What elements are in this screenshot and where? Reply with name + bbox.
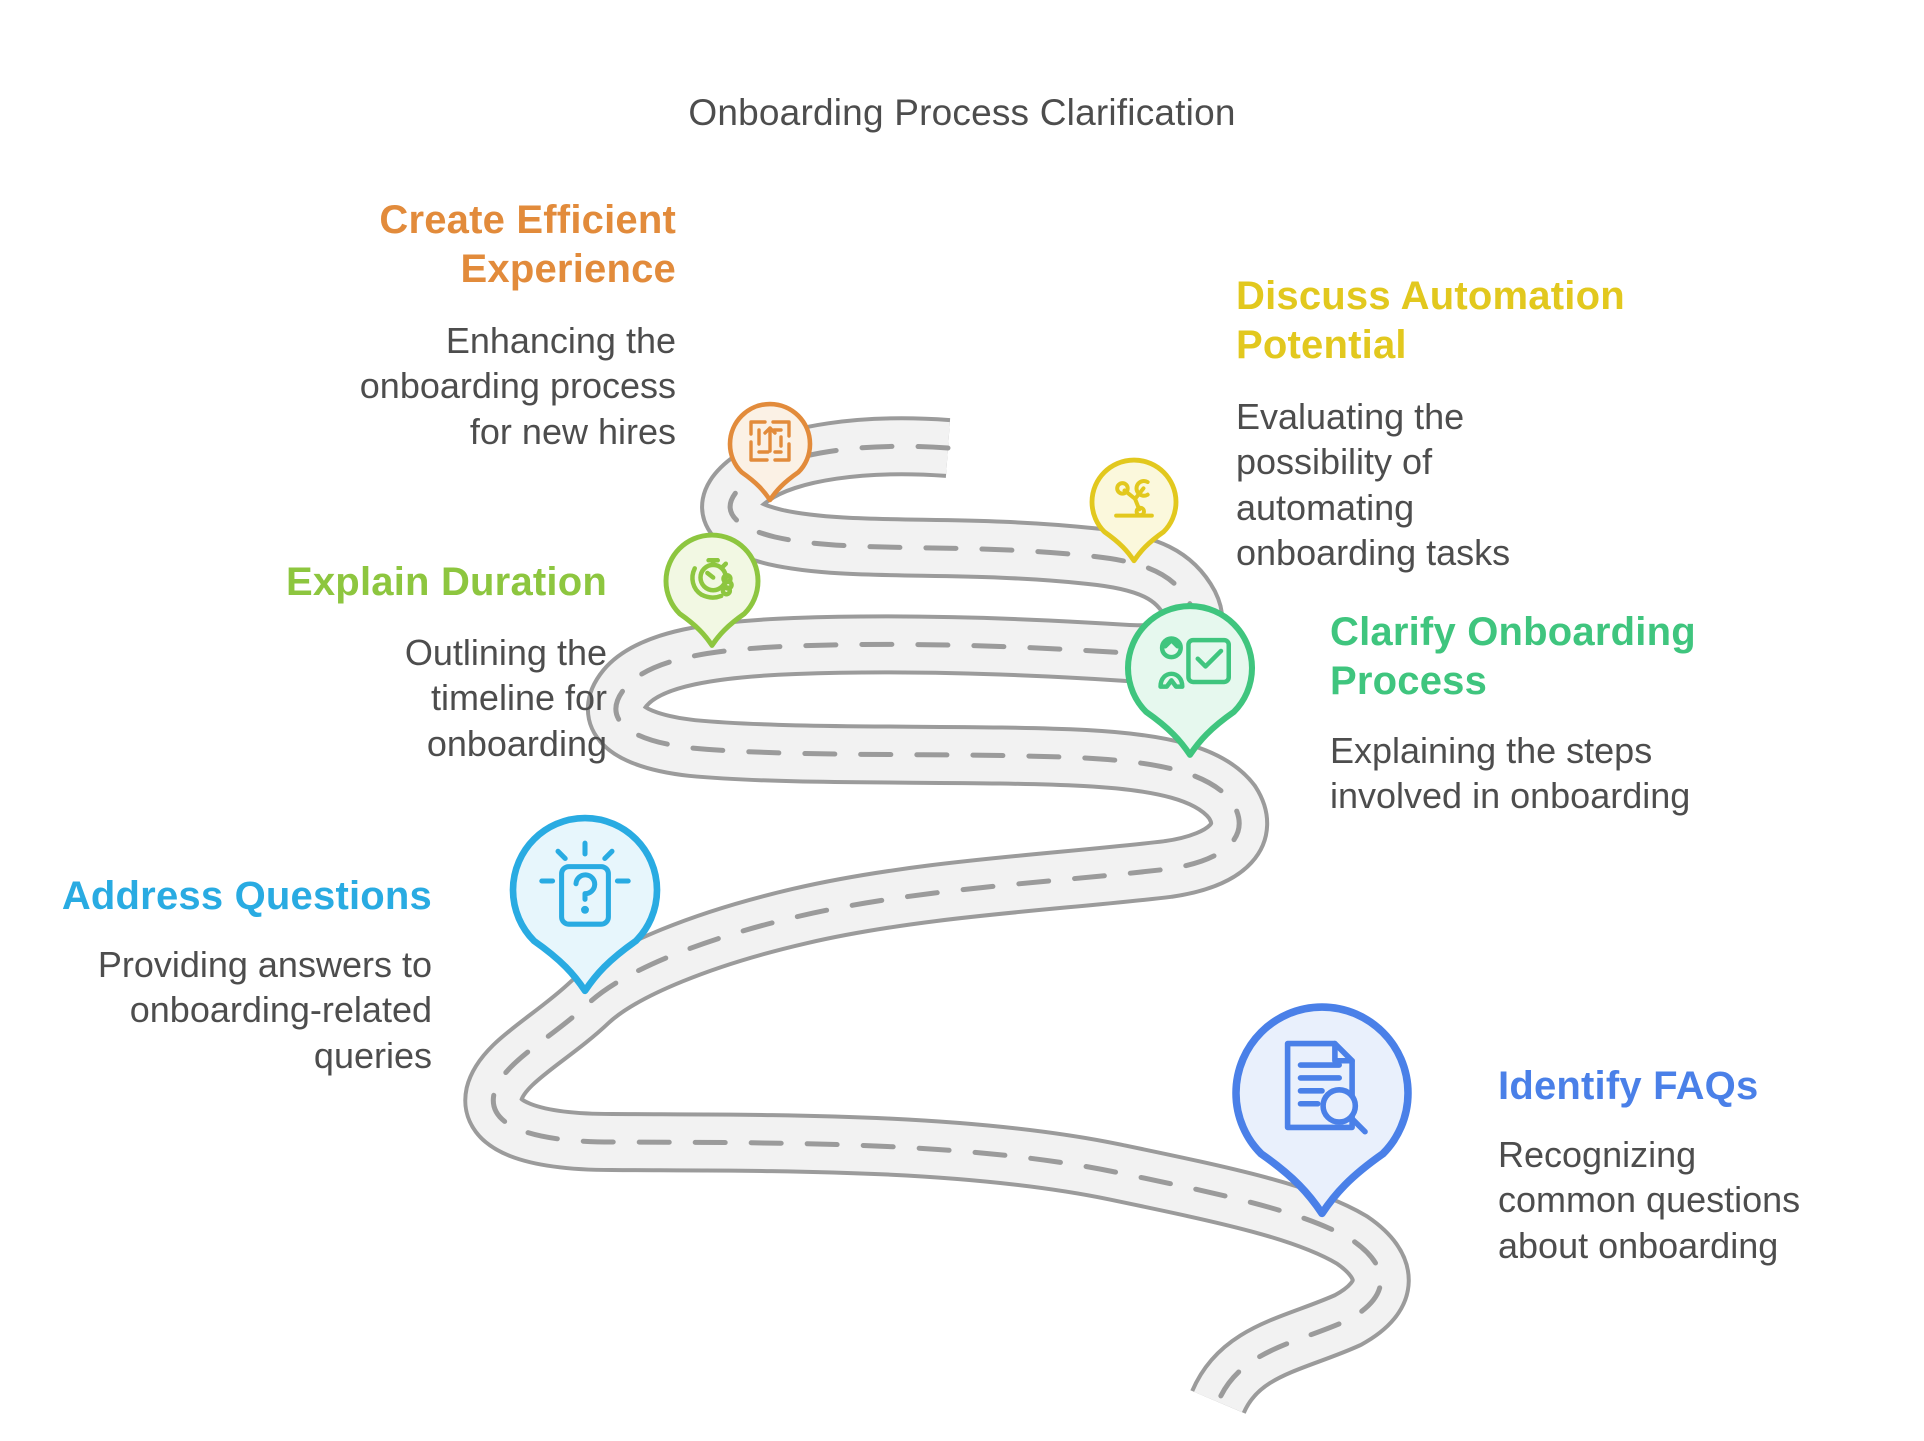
presenter-checkboard-icon	[1158, 636, 1231, 689]
step-heading: Create Efficient Experience	[379, 198, 676, 291]
step-heading: Clarify Onboarding Process	[1330, 610, 1696, 703]
step-description: Evaluating the possibility of automating…	[1236, 396, 1511, 574]
pin-discuss-automation-potential	[1089, 457, 1179, 564]
winding-road	[463, 416, 1411, 1416]
step-description: Recognizing common questions about onboa…	[1498, 1134, 1801, 1266]
step-heading: Address Questions	[61, 874, 432, 918]
stopwatch-hand-icon	[690, 558, 734, 600]
step-description: Explaining the steps involved in onboard…	[1330, 730, 1691, 817]
robot-arm-icon	[1114, 479, 1154, 518]
pin-create-efficient-experience	[727, 401, 813, 503]
step-description: Outlining the timeline for onboarding	[404, 632, 607, 764]
step-heading: Explain Duration	[285, 560, 607, 604]
road-center-dashes	[490, 443, 1384, 1405]
pin-address-questions	[509, 814, 661, 995]
step-heading: Discuss Automation Potential	[1236, 274, 1625, 367]
diagram-title: Onboarding Process Clarification	[688, 92, 1236, 133]
pin-clarify-onboarding-process	[1125, 603, 1255, 758]
map-pin-shape	[509, 814, 661, 995]
step-heading: Identify FAQs	[1498, 1064, 1759, 1108]
document-search-icon	[1284, 1040, 1368, 1135]
step-description: Providing answers to onboarding-related …	[97, 944, 432, 1076]
step-description: Enhancing the onboarding process for new…	[359, 320, 676, 452]
pin-identify-faqs	[1232, 1003, 1412, 1218]
question-card-icon	[539, 840, 631, 927]
maze-arrow-icon	[749, 420, 791, 462]
map-pin-shape	[1089, 457, 1179, 564]
pin-explain-duration	[663, 532, 761, 648]
